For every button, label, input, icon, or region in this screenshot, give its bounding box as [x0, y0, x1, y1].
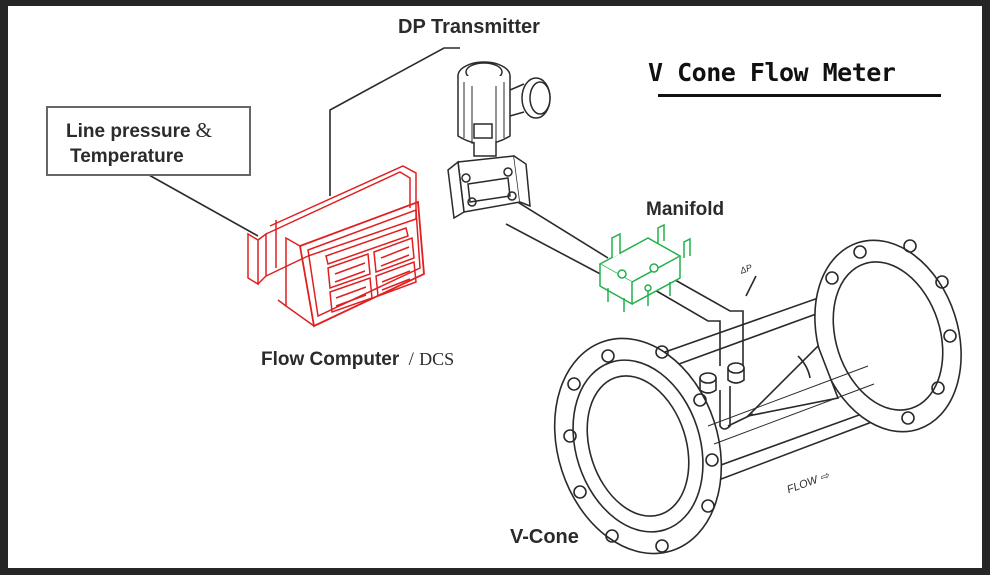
manifold-label: Manifold	[646, 199, 725, 220]
line-pressure-line: Line pressure&	[66, 118, 212, 143]
v-cone-label: V-Cone	[510, 526, 579, 548]
diagram-canvas: V Cone Flow Meter DP Transmitter Line pr…	[8, 6, 982, 568]
connection-lines	[139, 47, 757, 366]
diagram-title: V Cone Flow Meter	[648, 58, 896, 87]
dp-transmitter-illustration	[447, 61, 551, 220]
manifold-illustration	[598, 223, 691, 312]
dp-transmitter-label: DP Transmitter	[398, 16, 540, 38]
flow-computer-illustration	[247, 165, 425, 328]
v-cone-meter-illustration	[553, 239, 962, 555]
diagram-drawing	[139, 47, 962, 555]
ampersand-label: &	[195, 118, 212, 142]
temperature-label: Temperature	[70, 146, 184, 167]
flow-computer-label-group: Flow Computer / DCS	[261, 349, 454, 371]
flow-computer-label: Flow Computer	[261, 349, 400, 370]
line-pressure-label: Line pressure	[66, 121, 191, 142]
title-underline	[658, 94, 941, 97]
line-pressure-temperature-box: Line pressure& Temperature	[46, 106, 251, 176]
dcs-label: DCS	[419, 349, 455, 369]
separator-label: /	[408, 349, 414, 370]
